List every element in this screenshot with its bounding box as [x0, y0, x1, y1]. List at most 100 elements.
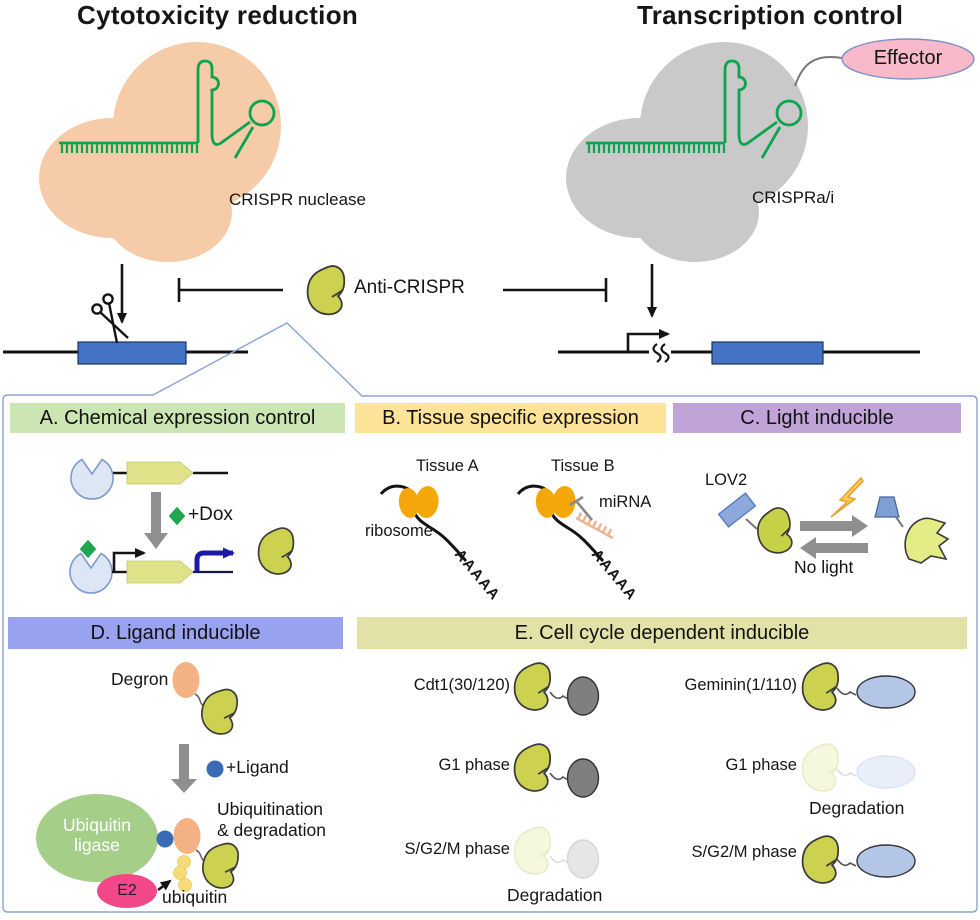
lov2-unfolded-domain	[874, 496, 900, 518]
e2-label: E2	[117, 882, 137, 899]
target-gene-box-right	[711, 341, 824, 365]
lov2-linker	[745, 518, 758, 530]
panel-e-header: E. Cell cycle dependent inducible	[357, 617, 967, 649]
cdt1-degradation-label: Degradation	[507, 885, 603, 905]
acr-gene-arrow-bottom	[126, 560, 194, 584]
mirna-inhibit-bar	[569, 495, 593, 521]
repressor-pacman-top	[70, 458, 114, 500]
dna-left	[3, 341, 248, 365]
expressed-acr-blob	[257, 527, 295, 575]
mrna-arrow	[194, 547, 235, 572]
unfolded-linker	[895, 516, 904, 528]
active-promoter-arrow	[112, 548, 146, 572]
anti-crispr-label: Anti-CRISPR	[354, 277, 465, 298]
tissue-b-label: Tissue B	[551, 457, 615, 475]
geminin-g1-label: G1 phase	[725, 756, 797, 774]
caged-acr-blob	[752, 505, 797, 558]
unfolded-acr-shape	[904, 517, 950, 564]
ubiquitin-label: ubiquitin	[162, 887, 228, 907]
panel-e-graphics	[513, 662, 916, 884]
mirna-duplex	[575, 512, 614, 540]
ligand-label: +Ligand	[226, 757, 289, 777]
ligand-circle-icon	[206, 760, 224, 778]
panel-c-graphics	[717, 476, 950, 564]
effector-linker	[794, 56, 843, 87]
callout-panel-border	[2, 322, 978, 913]
geminin-sg2m-label: S/G2/M phase	[691, 843, 797, 861]
cdt1-g1-blob	[513, 743, 552, 792]
crispr-nuclease-label: CRISPR nuclease	[229, 190, 367, 209]
light-arrow-right	[800, 515, 868, 537]
ubiquitin-ligase-label: Ubiquitin ligase	[62, 815, 132, 856]
geminin-acr-blob	[801, 662, 840, 711]
geminin-degradation-label: Degradation	[809, 798, 905, 818]
ubiquitin-ligase-ellipse	[36, 794, 158, 882]
panel-d-title: D. Ligand inducible	[90, 621, 261, 644]
degron-acr-blob-bottom	[199, 840, 241, 891]
ubiquitination-label-line2: & degradation	[217, 820, 326, 840]
degron-label: Degron	[111, 669, 169, 689]
geminin-sg2m-blob	[801, 835, 840, 884]
crispra-body	[566, 42, 808, 262]
inhibit-bar-left	[177, 278, 283, 302]
ubiquitination-label-line1: Ubiquitination	[217, 799, 324, 819]
cdt1-acr-blob	[513, 662, 552, 711]
induction-arrow	[144, 492, 168, 549]
panel-e-title: E. Cell cycle dependent inducible	[514, 621, 810, 644]
degron-ellipse-top	[172, 662, 200, 698]
ligand-induction-arrow	[171, 744, 197, 793]
panel-a-header: A. Chemical expression control	[10, 403, 345, 433]
cdt1-g1-label: G1 phase	[438, 756, 510, 774]
repressor-pacman-bottom	[69, 552, 113, 594]
mirna-label: miRNA	[599, 493, 652, 511]
dna-right	[558, 329, 920, 365]
ubiquitin-chain	[173, 855, 192, 892]
lov2-domain	[717, 492, 757, 528]
degron-acr-blob-top	[198, 686, 240, 737]
target-gene-box-left	[77, 341, 187, 365]
geminin-fusion-label: Geminin(1/110)	[684, 676, 798, 694]
panel-c-header: C. Light inducible	[673, 403, 961, 433]
left-title: Cytotoxicity reduction	[77, 0, 359, 30]
cdt1-tag-ellipse	[566, 676, 600, 716]
cdt1-degraded-blob	[513, 826, 551, 875]
panel-b-graphics	[379, 484, 614, 562]
inhibit-bar-right	[503, 278, 608, 302]
degron-ellipse-bottom	[173, 818, 201, 854]
panel-c-title: C. Light inducible	[740, 406, 894, 429]
anti-crispr-blob-center	[306, 265, 346, 316]
bound-ligand-circle	[156, 830, 174, 848]
cdt1-fusion-label: Cdt1(30/120)	[413, 676, 510, 694]
no-light-arrow-left	[800, 537, 868, 559]
panel-a-title: A. Chemical expression control	[39, 406, 316, 429]
e2-ellipse	[97, 874, 157, 908]
lightning-icon	[830, 476, 864, 518]
panel-b-title: B. Tissue specific expression	[382, 406, 639, 429]
lov2-label: LOV2	[705, 471, 748, 489]
panel-d-graphics	[36, 662, 241, 908]
scissors-icon	[91, 293, 129, 344]
panel-b-header: B. Tissue specific expression	[355, 403, 666, 433]
promoter-arrow	[626, 329, 670, 352]
transcription-break-icon	[652, 343, 670, 363]
cdt1-degraded-tag	[566, 839, 600, 879]
ubiquitin-pointer-arrow	[157, 879, 172, 892]
right-title: Transcription control	[637, 0, 904, 30]
cdt1-sg2m-label: S/G2/M phase	[404, 840, 510, 858]
no-light-label: No light	[794, 557, 854, 577]
panel-a-graphics	[69, 458, 295, 594]
geminin-degraded-blob	[801, 743, 839, 792]
ribosome-a	[398, 486, 439, 518]
crispr-nuclease-body	[39, 42, 281, 262]
cdt1-g1-tag-ellipse	[566, 758, 600, 798]
acr-gene-arrow-top	[126, 461, 194, 485]
panel-d-header: D. Ligand inducible	[8, 617, 343, 649]
ribosome-b	[535, 486, 576, 518]
effector-label: Effector	[873, 47, 943, 69]
ribosome-label: ribosome	[365, 522, 433, 540]
tissue-a-label: Tissue A	[416, 457, 479, 475]
dox-label: +Dox	[188, 504, 233, 525]
effector-ellipse	[841, 38, 975, 80]
